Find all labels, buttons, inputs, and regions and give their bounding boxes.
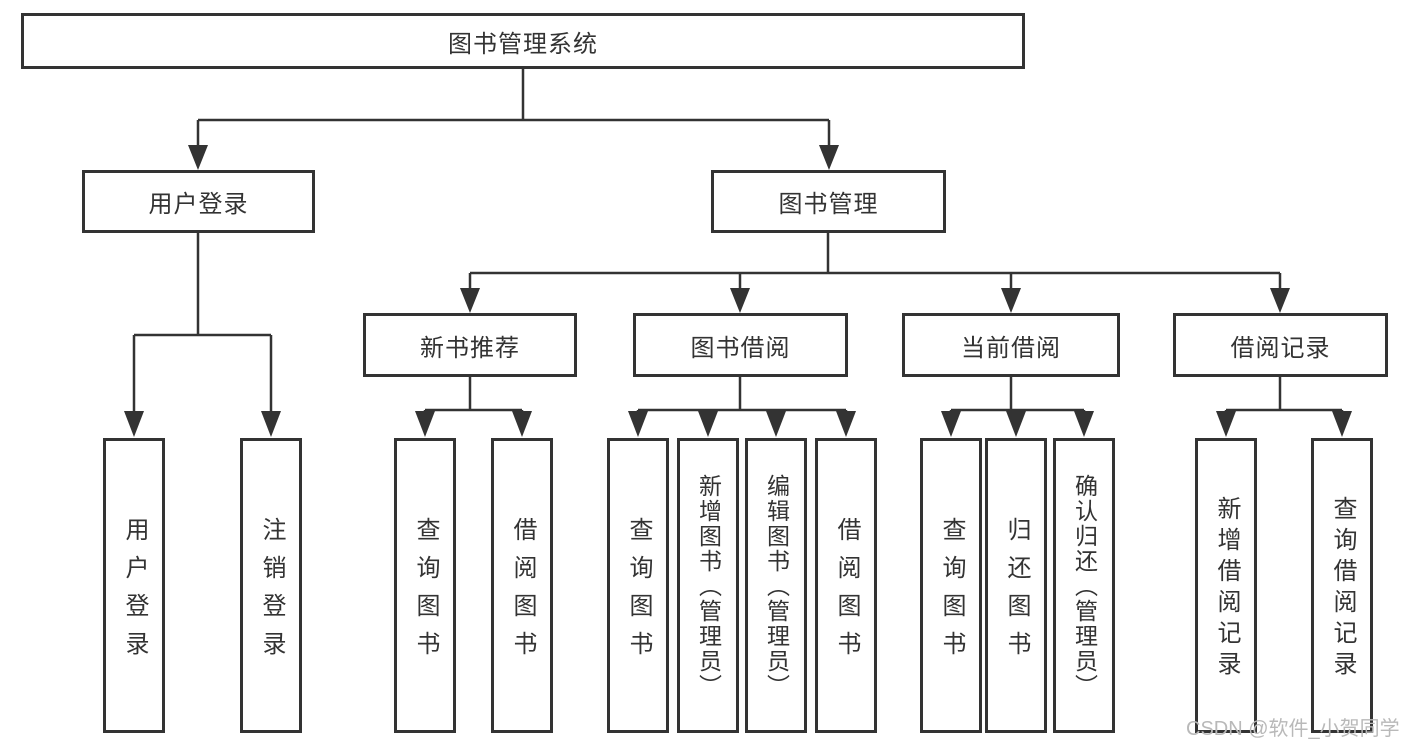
node-borrow-records: 借阅记录 xyxy=(1173,313,1388,377)
leaf-borrow-query-books: 查询图书 xyxy=(607,438,669,733)
node-book-management: 图书管理 xyxy=(711,170,946,233)
leaf-user-login: 用户登录 xyxy=(103,438,165,733)
arrowhead-icon xyxy=(124,411,144,437)
arrowhead-icon xyxy=(698,411,718,437)
leaf-borrow-query-books-label: 查询图书 xyxy=(625,516,652,669)
leaf-user-login-label: 用户登录 xyxy=(121,516,148,669)
leaf-recommend-borrow-books: 借阅图书 xyxy=(491,438,553,733)
arrowhead-icon xyxy=(941,411,961,437)
node-root: 图书管理系统 xyxy=(21,13,1025,69)
arrowhead-icon xyxy=(460,288,480,313)
leaf-logout: 注销登录 xyxy=(240,438,302,733)
leaf-borrow-add-book-admin-label: 新增图书（管理员） xyxy=(695,474,722,699)
node-root-label: 图书管理系统 xyxy=(448,30,598,58)
node-book-borrow-label: 图书借阅 xyxy=(690,334,791,362)
arrowhead-icon xyxy=(628,411,648,437)
node-user-login-label: 用户登录 xyxy=(148,191,249,218)
leaf-current-return-book: 归还图书 xyxy=(985,438,1047,733)
arrowhead-icon xyxy=(1270,288,1290,313)
connector-book-management-branch xyxy=(468,233,1282,289)
connector-root-to-level1 xyxy=(196,69,831,146)
leaf-records-add-record: 新增借阅记录 xyxy=(1195,438,1257,733)
leaf-recommend-query-books: 查询图书 xyxy=(394,438,456,733)
arrowhead-icon xyxy=(415,411,435,437)
connector-borrow-records-branch xyxy=(1224,377,1344,412)
leaf-records-add-record-label: 新增借阅记录 xyxy=(1213,496,1240,682)
arrowhead-icon xyxy=(188,145,208,170)
watermark: CSDN @软件_小贺同学 xyxy=(1186,718,1400,740)
leaf-borrow-borrow-books: 借阅图书 xyxy=(815,438,877,733)
arrowhead-icon xyxy=(836,411,856,437)
leaf-recommend-query-books-label: 查询图书 xyxy=(412,516,439,669)
leaf-recommend-borrow-books-label: 借阅图书 xyxy=(509,516,536,669)
connector-new-book-branch xyxy=(423,377,524,412)
arrowhead-icon xyxy=(512,411,532,437)
connector-current-borrow-branch xyxy=(949,377,1086,412)
leaf-borrow-borrow-books-label: 借阅图书 xyxy=(833,516,860,669)
node-borrow-records-label: 借阅记录 xyxy=(1230,334,1331,362)
arrowhead-icon xyxy=(1216,411,1236,437)
connector-user-login-branch xyxy=(132,233,273,412)
leaf-borrow-add-book-admin: 新增图书（管理员） xyxy=(677,438,739,733)
leaf-records-query-record: 查询借阅记录 xyxy=(1311,438,1373,733)
arrowhead-icon xyxy=(1001,288,1021,313)
leaf-current-confirm-return-admin: 确认归还（管理员） xyxy=(1053,438,1115,733)
arrowhead-icon xyxy=(730,288,750,313)
node-book-management-label: 图书管理 xyxy=(778,191,879,218)
leaf-current-query-books-label: 查询图书 xyxy=(938,516,965,669)
node-current-borrow-label: 当前借阅 xyxy=(961,334,1061,362)
node-user-login: 用户登录 xyxy=(82,170,315,233)
leaf-current-return-book-label: 归还图书 xyxy=(1003,516,1030,669)
leaf-borrow-edit-book-admin: 编辑图书（管理员） xyxy=(745,438,807,733)
leaf-current-query-books: 查询图书 xyxy=(920,438,982,733)
arrowhead-icon xyxy=(1074,411,1094,437)
leaf-records-query-record-label: 查询借阅记录 xyxy=(1329,496,1356,682)
arrowhead-icon xyxy=(819,145,839,170)
arrowheads xyxy=(124,145,1352,437)
arrowhead-icon xyxy=(766,411,786,437)
node-new-book-recommend: 新书推荐 xyxy=(363,313,577,377)
leaf-current-confirm-return-admin-label: 确认归还（管理员） xyxy=(1071,474,1098,699)
arrowhead-icon xyxy=(1006,411,1026,437)
node-book-borrow: 图书借阅 xyxy=(633,313,848,377)
node-new-book-recommend-label: 新书推荐 xyxy=(420,334,520,362)
arrowhead-icon xyxy=(261,411,281,437)
connector-book-borrow-branch xyxy=(636,377,848,412)
leaf-borrow-edit-book-admin-label: 编辑图书（管理员） xyxy=(763,474,790,699)
leaf-logout-label: 注销登录 xyxy=(258,516,285,669)
arrowhead-icon xyxy=(1332,411,1352,437)
node-current-borrow: 当前借阅 xyxy=(902,313,1120,377)
